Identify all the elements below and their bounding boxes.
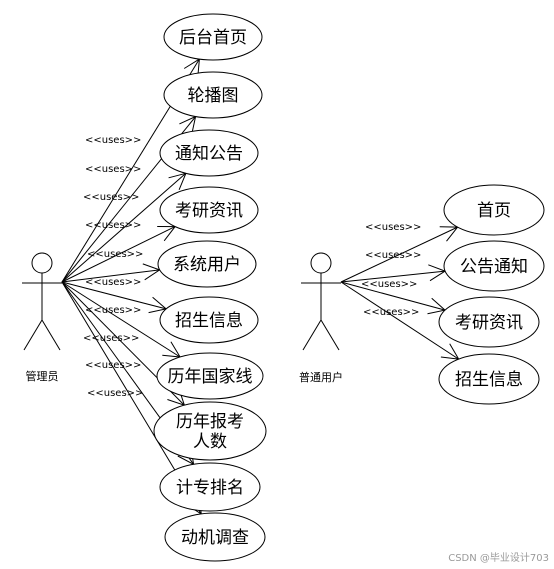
- use-case-label: 考研资讯: [175, 201, 243, 221]
- uses-label: <<uses>>: [83, 192, 139, 203]
- use-case-ellipse: [157, 240, 257, 288]
- use-cases: 后台首页轮播图通知公告考研资讯系统用户招生信息历年国家线历年报考人数计专排名动机…: [153, 13, 545, 562]
- open-arrowhead: [162, 341, 182, 358]
- use-case-uc10: 动机调查: [164, 512, 266, 562]
- use-case-label: 动机调查: [181, 528, 249, 548]
- use-case-ellipse: [164, 512, 266, 562]
- use-case-uc9: 计专排名: [159, 462, 261, 512]
- uses-label: <<uses>>: [365, 222, 421, 233]
- use-case-ellipse: [438, 296, 540, 348]
- edge-line: [61, 172, 187, 283]
- use-case-ellipse: [159, 462, 261, 512]
- actors: 管理员 普通用户: [22, 252, 343, 384]
- uses-label: <<uses>>: [87, 388, 143, 399]
- edge-line: [61, 281, 181, 358]
- use-case-label: 系统用户: [173, 255, 241, 275]
- use-case-label: 公告通知: [460, 257, 528, 277]
- actor-head: [310, 252, 332, 274]
- actor-left-leg: [23, 319, 43, 351]
- actor-user: 普通用户: [299, 252, 343, 384]
- actor-admin: 管理员: [22, 252, 62, 383]
- use-case-label: 计专排名: [176, 478, 244, 498]
- use-case-ellipse: [159, 296, 259, 344]
- uses-label: <<uses>>: [365, 250, 421, 261]
- uses-label: <<uses>>: [85, 164, 141, 175]
- actor-label: 普通用户: [299, 370, 343, 384]
- actor-left-leg: [302, 319, 322, 351]
- use-case-ellipse: [159, 129, 259, 177]
- use-case-label: 历年国家线: [168, 367, 253, 387]
- use-case-label: 历年报考: [176, 412, 244, 432]
- actor-right-leg: [320, 319, 340, 351]
- use-case-ellipse: [443, 240, 545, 292]
- actor-label: 管理员: [26, 369, 59, 383]
- use-case-label: 后台首页: [179, 28, 247, 48]
- use-case-label: 首页: [477, 201, 511, 221]
- edge-line: [61, 281, 167, 310]
- edge-line: [340, 281, 459, 360]
- uses-label: <<uses>>: [85, 360, 141, 371]
- uses-label: <<uses>>: [85, 277, 141, 288]
- use-case-label: 考研资讯: [455, 313, 523, 333]
- use-case-uc1: 后台首页: [163, 13, 263, 61]
- use-case-uc14: 招生信息: [438, 353, 540, 405]
- uses-label: <<uses>>: [83, 333, 139, 344]
- edge-line: [340, 270, 446, 283]
- uses-label: <<uses>>: [361, 279, 417, 290]
- uses-label: <<uses>>: [85, 220, 141, 231]
- use-case-uc3: 通知公告: [159, 129, 259, 177]
- edge-line: [340, 281, 446, 311]
- actor-head: [31, 252, 53, 274]
- use-case-label: 通知公告: [175, 144, 243, 164]
- uses-label: <<uses>>: [85, 135, 141, 146]
- edge-uc12: <<uses>>: [340, 250, 447, 283]
- use-case-ellipse: [438, 353, 540, 405]
- use-case-ellipse: [153, 401, 267, 461]
- use-case-uc7: 历年国家线: [156, 352, 264, 400]
- uses-label: <<uses>>: [87, 249, 143, 260]
- use-case-label: 轮播图: [188, 86, 239, 106]
- use-case-ellipse: [156, 352, 264, 400]
- watermark-text: CSDN @毕业设计703: [448, 551, 549, 564]
- actor-right-leg: [41, 319, 61, 351]
- use-case-ellipse: [443, 184, 545, 236]
- use-case-label: 招生信息: [455, 370, 523, 390]
- use-case-label: 招生信息: [175, 311, 243, 331]
- association-edges: <<uses>> <<uses>> <<uses>> <<uses>> <<uses>>…: [61, 58, 460, 515]
- open-arrowhead: [440, 343, 460, 360]
- uses-label: <<uses>>: [85, 305, 141, 316]
- uses-label: <<uses>>: [363, 307, 419, 318]
- use-case-uc13: 考研资讯: [438, 296, 540, 348]
- use-case-uc4: 考研资讯: [159, 186, 259, 234]
- use-case-ellipse: [163, 71, 263, 119]
- use-case-uc12: 公告通知: [443, 240, 545, 292]
- use-case-uc11: 首页: [443, 184, 545, 236]
- use-case-uc5: 系统用户: [157, 240, 257, 288]
- use-case-uc6: 招生信息: [159, 296, 259, 344]
- use-case-label: 人数: [193, 432, 227, 452]
- use-case-uc2: 轮播图: [163, 71, 263, 119]
- use-case-ellipse: [163, 13, 263, 61]
- edge-line: [61, 226, 176, 283]
- edge-line: [340, 226, 458, 283]
- use-case-ellipse: [159, 186, 259, 234]
- edge-line: [61, 269, 160, 283]
